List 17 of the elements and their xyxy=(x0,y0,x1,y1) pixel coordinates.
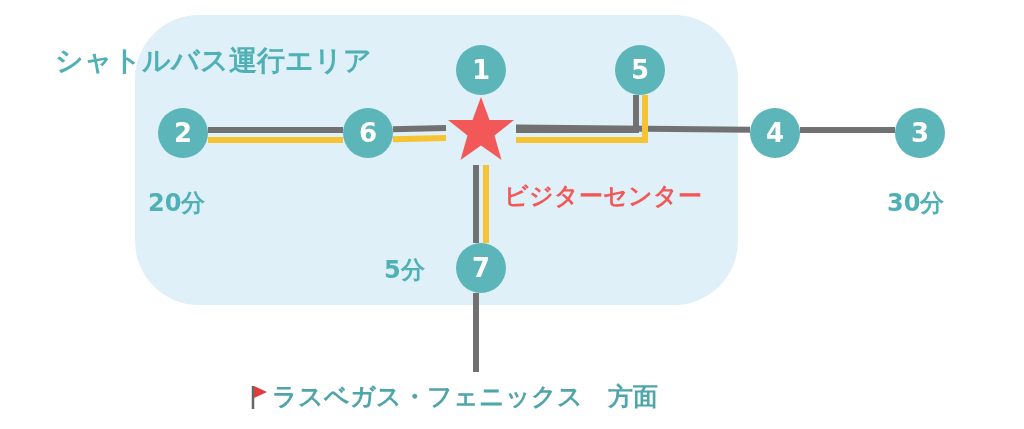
road-line xyxy=(800,127,895,133)
road-line xyxy=(392,124,447,133)
shuttle-route-line xyxy=(392,134,447,143)
shuttle-route-line xyxy=(208,137,343,143)
road-line xyxy=(473,293,479,372)
place-label: ビジターセンター xyxy=(504,181,702,211)
time-label: 5分 xyxy=(384,255,425,285)
road-line xyxy=(516,95,639,133)
road-line xyxy=(515,124,751,133)
shuttle-route-line xyxy=(483,165,489,243)
time-label: 30分 xyxy=(887,188,945,218)
road-line xyxy=(473,165,479,243)
area-heading: シャトルバス運行エリア xyxy=(55,43,372,78)
shuttle-route-line xyxy=(516,95,648,143)
road-line xyxy=(208,127,343,133)
direction-text: ラスベガス・フェニックス 方面 xyxy=(272,381,658,414)
time-label: 20分 xyxy=(148,188,206,218)
